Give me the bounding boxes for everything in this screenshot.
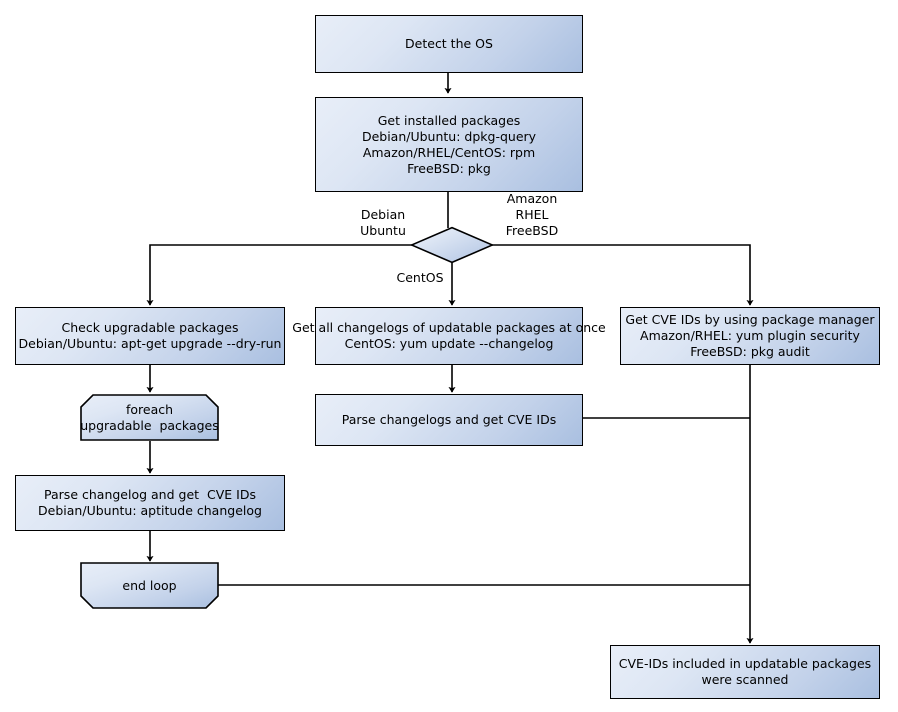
node-foreach-loop-start[interactable]: foreach upgradable packages — [80, 394, 219, 441]
edge-label-amazon-rhel-freebsd: Amazon RHEL FreeBSD — [505, 191, 559, 238]
edge-decision-to-cve-pkgmgr — [492, 244, 754, 306]
node-parse-changelog-debian-label: Parse changelog and get CVE IDs Debian/U… — [38, 487, 262, 518]
node-scanned-result[interactable]: CVE-IDs included in updatable packages w… — [610, 645, 880, 699]
edge-label-centos: CentOS — [396, 270, 444, 285]
node-detect-os-label: Detect the OS — [405, 36, 493, 51]
node-detect-os[interactable]: Detect the OS — [315, 15, 583, 73]
node-scanned-result-label: CVE-IDs included in updatable packages w… — [618, 656, 872, 687]
node-get-all-changelogs-label: Get all changelogs of updatable packages… — [292, 320, 606, 351]
loop-end-shape-icon — [80, 562, 219, 609]
node-parse-changelogs-centos[interactable]: Parse changelogs and get CVE IDs — [315, 394, 583, 446]
node-end-loop[interactable]: end loop — [80, 562, 219, 609]
node-get-installed-packages-label: Get installed packages Debian/Ubuntu: dp… — [361, 112, 537, 176]
node-os-decision[interactable] — [409, 226, 495, 264]
edge-label-debian-ubuntu: Debian Ubuntu — [360, 207, 406, 238]
node-parse-changelog-debian[interactable]: Parse changelog and get CVE IDs Debian/U… — [15, 475, 285, 531]
node-get-cve-ids-package-manager[interactable]: Get CVE IDs by using package manager Ama… — [620, 307, 880, 365]
node-end-loop-label: end loop — [122, 577, 177, 593]
node-get-cve-ids-package-manager-label: Get CVE IDs by using package manager Ama… — [625, 312, 875, 359]
node-parse-changelogs-centos-label: Parse changelogs and get CVE IDs — [341, 412, 557, 427]
loop-start-shape-icon — [80, 394, 219, 441]
diamond-shape-icon — [409, 226, 495, 264]
node-get-installed-packages[interactable]: Get installed packages Debian/Ubuntu: dp… — [315, 97, 583, 192]
node-foreach-loop-start-label: foreach upgradable packages — [80, 401, 219, 433]
node-check-upgradable-packages[interactable]: Check upgradable packages Debian/Ubuntu:… — [15, 307, 285, 365]
node-get-all-changelogs[interactable]: Get all changelogs of updatable packages… — [292, 307, 606, 365]
node-check-upgradable-packages-label: Check upgradable packages Debian/Ubuntu:… — [18, 320, 282, 351]
edge-decision-to-check-upgradable — [146, 244, 412, 306]
